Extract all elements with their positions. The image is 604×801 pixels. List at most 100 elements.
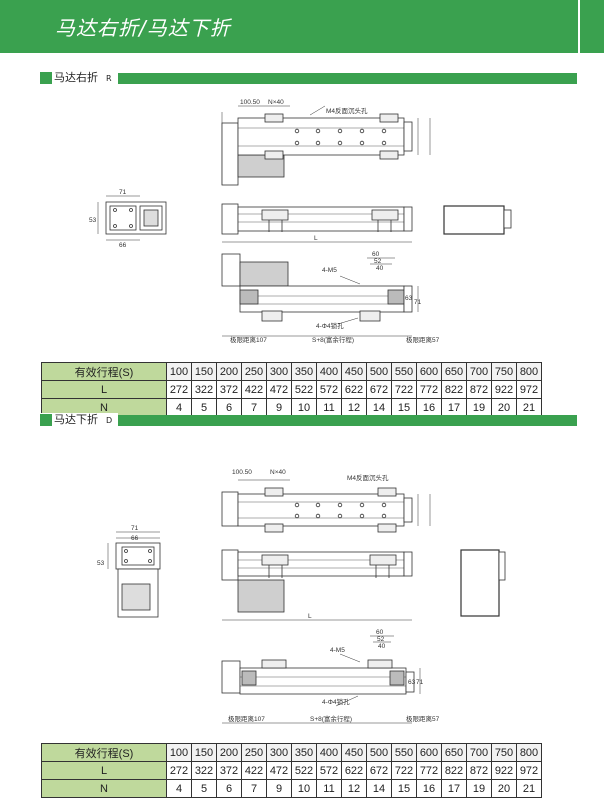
table-cell: 10 [291,398,317,417]
table-row: N 4 5 6 7 9 10 11 12 14 15 16 17 19 20 2… [41,398,542,417]
label-40-d: 40 [378,643,386,650]
table-cell: 11 [316,779,342,798]
table-cell: 650 [441,743,467,762]
table-cell: 6 [216,779,242,798]
label-63-d: 63 [408,679,416,686]
table-cell: 772 [416,761,442,780]
table-cell: 17 [441,398,467,417]
table-cell: 822 [441,761,467,780]
table-cell: 972 [516,761,542,780]
row-header: N [41,398,167,417]
table-cell: 350 [291,362,317,381]
label-52-r: 52 [374,258,382,265]
label-lim1-r: 极限距离107 [230,335,267,344]
row-header: N [41,779,167,798]
table-cell: 100 [166,743,192,762]
table-cell: 7 [241,779,267,798]
label-60-d: 60 [376,629,384,636]
table-cell: 200 [216,743,242,762]
table-cell: 9 [266,398,292,417]
table-cell: 11 [316,398,342,417]
label-100-50-r: 100.50 [240,99,260,106]
table-cell: 4 [166,779,192,798]
table-cell: 400 [316,743,342,762]
table-cell: 472 [266,380,292,399]
section-marker [40,414,52,426]
label-52-d: 52 [377,636,385,643]
table-cell: 472 [266,761,292,780]
table-cell: 422 [241,761,267,780]
label-l-d: L [308,613,312,620]
table-cell: 5 [191,779,217,798]
table-cell: 550 [391,743,417,762]
table-cell: 15 [391,779,417,798]
table-cell: 14 [366,779,392,798]
table-cell: 272 [166,380,192,399]
spec-table-right: 有效行程(S) 100 150 200 250 300 350 400 450 … [41,362,542,417]
table-cell: 300 [266,362,292,381]
label-lim2-r: 极限距离57 [406,335,440,344]
table-cell: 21 [516,398,542,417]
table-cell: 322 [191,380,217,399]
table-cell: 4 [166,398,192,417]
table-cell: 17 [441,779,467,798]
label-nx40-r: N×40 [268,99,284,106]
table-cell: 622 [341,380,367,399]
section-title-right: 马达右折 [54,71,98,84]
table-cell: 322 [191,761,217,780]
label-71-d: 71 [131,525,139,532]
label-lim1-d: 极限距离107 [228,714,265,723]
table-cell: 12 [341,779,367,798]
table-cell: 14 [366,398,392,417]
label-travel-r: S+8(富余行程) [312,335,354,344]
section-marker [40,72,52,84]
table-cell: 20 [491,779,517,798]
table-cell: 650 [441,362,467,381]
label-60-r: 60 [372,251,380,258]
table-cell: 700 [466,362,492,381]
table-cell: 6 [216,398,242,417]
table-cell: 400 [316,362,342,381]
table-cell: 550 [391,362,417,381]
label-slot-r: 4-Φ4锁孔 [316,321,344,330]
label-53-d: 53 [97,560,105,567]
table-cell: 12 [341,398,367,417]
page-header: 马达右折/马达下折 [0,0,578,53]
table-cell: 722 [391,761,417,780]
table-cell: 872 [466,380,492,399]
table-cell: 7 [241,398,267,417]
table-cell: 19 [466,398,492,417]
label-53-r: 53 [89,217,97,224]
section-code-down: D [106,416,113,425]
table-cell: 800 [516,362,542,381]
table-cell: 20 [491,398,517,417]
label-m5-d: 4-M5 [330,647,345,654]
label-63-r: 63 [405,295,413,302]
table-cell: 772 [416,380,442,399]
table-cell: 500 [366,743,392,762]
r-top-view [221,105,431,186]
label-m5-r: 4-M5 [322,267,337,274]
table-cell: 450 [341,362,367,381]
label-hole-r: M4反面沉头孔 [326,106,368,115]
table-cell: 272 [166,761,192,780]
section-title-down: 马达下折 [54,413,98,426]
table-cell: 16 [416,398,442,417]
table-cell: 350 [291,743,317,762]
table-cell: 5 [191,398,217,417]
label-71-r: 71 [119,189,127,196]
table-cell: 750 [491,362,517,381]
row-header: 有效行程(S) [41,743,167,762]
d-front-view [221,635,421,724]
d-motor-box [460,549,506,617]
table-cell: 722 [391,380,417,399]
table-cell: 250 [241,362,267,381]
d-top-view [221,479,431,533]
table-cell: 622 [341,761,367,780]
table-cell: 922 [491,380,517,399]
d-side-view [221,549,413,621]
table-cell: 672 [366,380,392,399]
